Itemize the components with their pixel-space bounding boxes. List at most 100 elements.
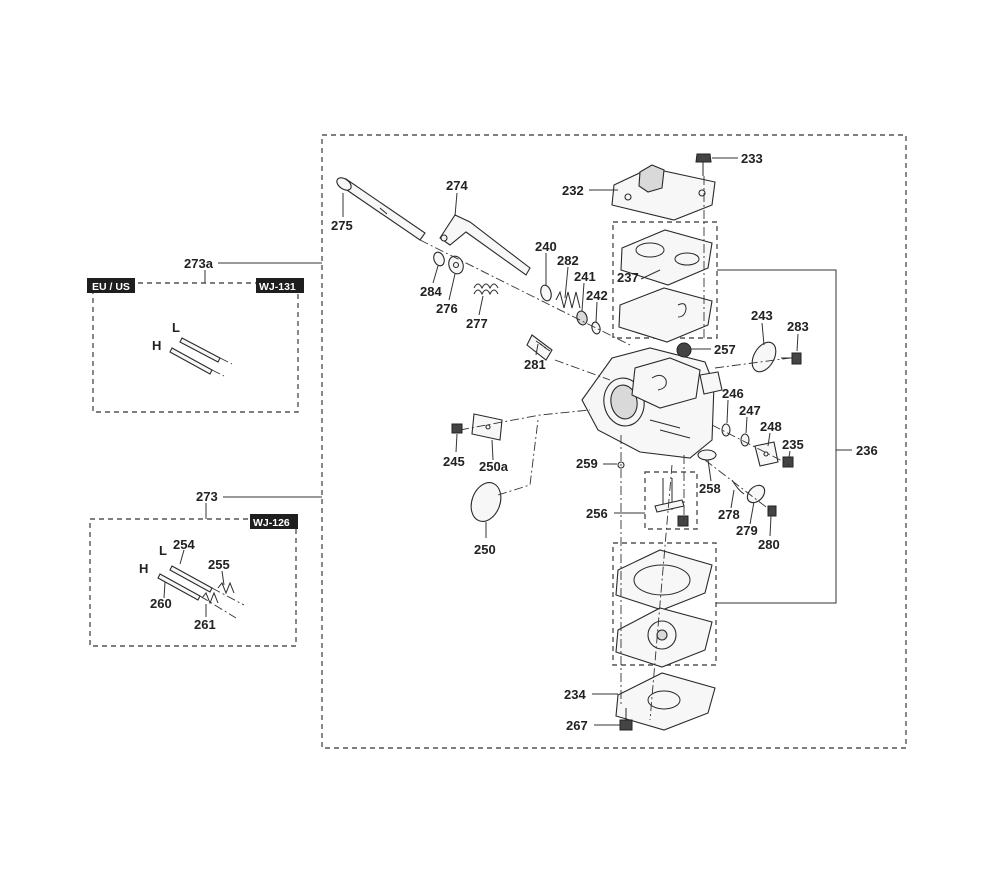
axis-283 [714,357,791,369]
leader-283 [796,333,799,352]
badge-eu-us-text: EU / US [92,281,130,293]
axis-250a [459,409,591,431]
part-243-plate [751,341,777,373]
leader-276 [448,273,456,301]
leader-277 [478,295,484,316]
part-256-metering-lever [654,478,689,527]
callout-276: 276 [436,301,458,316]
leader-254 [179,549,185,565]
callout-254: 254 [173,537,195,552]
leader-250a [491,439,494,461]
part-234-metering-cover [615,672,716,731]
part-241-bushing [576,310,588,326]
callout-273: 273 [196,489,218,504]
leader-235 [788,450,791,458]
part-279-cover [746,484,766,504]
part-232-pump-cover [611,164,716,221]
callout-240: 240 [535,239,557,254]
part-267-screw [619,708,633,731]
axis-273-h [199,595,237,619]
part-284-washer [433,251,445,267]
leader-247 [745,416,748,434]
kit-236-lower-frame [612,542,717,666]
needle-label-l-273a: L [172,320,180,335]
leader-279 [749,501,755,525]
axis-273-l [211,587,245,606]
part-258-disc [697,449,717,461]
part-282-spring [555,290,581,309]
part-248-bracket [754,441,779,467]
part-261-spring [201,591,219,605]
leader-284 [432,265,439,284]
callout-261: 261 [194,617,216,632]
callout-241: 241 [574,269,596,284]
callout-280: 280 [758,537,780,552]
callout-273a: 273a [184,256,214,271]
leader-255 [221,570,225,586]
axis-278 [704,459,771,511]
axis-lower [649,455,685,721]
needle-kit-273-frame [89,518,297,647]
callout-283: 283 [787,319,809,334]
part-280-screw [767,505,777,517]
callout-233: 233 [741,151,763,166]
axis-shaft [419,239,631,346]
callout-258: 258 [699,481,721,496]
axis-side [711,424,791,466]
part-274-throttle-lever [439,214,531,276]
callout-237: 237 [617,270,639,285]
leader-245 [455,433,458,453]
callout-278: 278 [718,507,740,522]
part-233-screw [695,153,712,176]
part-237-pump-gasket [620,229,713,286]
callout-257: 257 [714,342,736,357]
callout-248: 248 [760,419,782,434]
part-250-valve-plate [470,482,502,522]
badge-wj126-text: WJ-126 [253,517,290,529]
callout-277: 277 [466,316,488,331]
kit-256-frame [644,471,698,530]
leader-260 [163,581,166,599]
callout-275: 275 [331,218,353,233]
callout-260: 260 [150,596,172,611]
badge-wj126: WJ-126 [250,514,298,529]
part-245-screw [451,423,463,434]
callout-250: 250 [474,542,496,557]
callout-246: 246 [722,386,744,401]
leader-258 [707,459,712,482]
leader-281 [535,343,539,356]
leader-241 [581,282,585,312]
part-283-screw [781,352,802,365]
part-273a-needle-l [179,337,221,363]
part-236-metering-diaphragm [615,607,713,668]
callout-281: 281 [524,357,546,372]
callout-234: 234 [564,687,586,702]
callout-247: 247 [739,403,761,418]
badge-wj131: WJ-131 [256,278,304,293]
part-275-throttle-shaft [336,177,426,241]
part-235-screw [782,456,794,468]
leader-274 [454,192,458,217]
leader-237 [640,269,661,280]
callout-279: 279 [736,523,758,538]
part-236-metering-gasket [615,549,713,611]
callout-267: 267 [566,718,588,733]
axis-273a-h [211,369,225,377]
callout-245: 245 [443,454,465,469]
badge-eu-us: EU / US [87,278,135,293]
part-250a-plate [471,413,503,441]
callout-232: 232 [562,183,584,198]
part-237-pump-diaphragm [618,287,713,343]
needle-kit-273a-frame [92,282,299,413]
part-240-washer [540,284,552,302]
bracket-236 [716,269,837,604]
leader-242 [595,301,598,323]
leader-278 [730,489,735,509]
axis-screw-281 [554,359,611,381]
callout-235: 235 [782,437,804,452]
axis-273a-l [219,357,233,365]
leader-248 [767,432,771,447]
callout-256: 256 [586,506,608,521]
part-246-washer [721,423,731,437]
